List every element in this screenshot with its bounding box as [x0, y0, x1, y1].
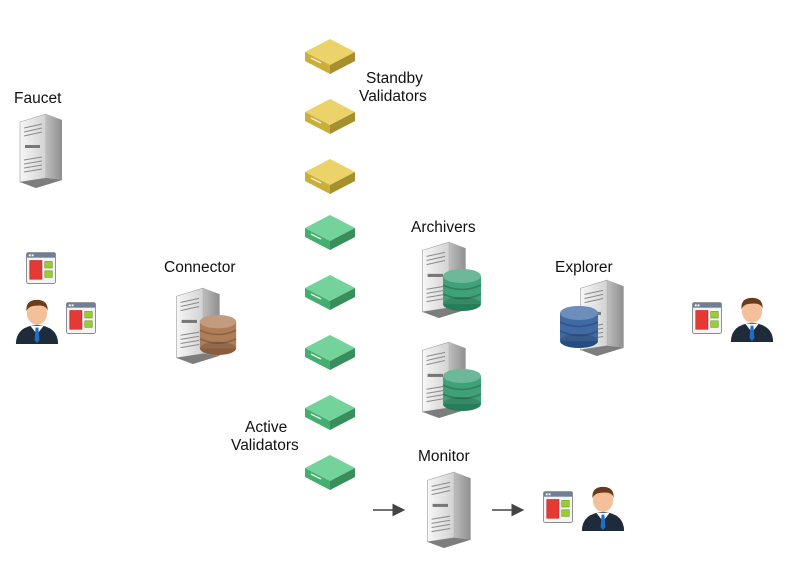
- standby-validator-icon: [304, 158, 356, 195]
- client-app-window-icon: [543, 491, 573, 523]
- faucet-label: Faucet: [14, 90, 62, 107]
- client-app-window-icon: [66, 302, 96, 334]
- active-validators: [304, 214, 356, 491]
- explorer-database-icon: [559, 305, 599, 349]
- active-validator-icon: [304, 394, 356, 431]
- explorer-label: Explorer: [555, 259, 613, 276]
- active-validators-label-line2: Validators: [231, 437, 299, 454]
- standby-validators-label-line1: Standby: [366, 70, 423, 87]
- standby-validators: [304, 38, 356, 195]
- user-icon: [730, 297, 774, 342]
- connector-database-icon: [199, 314, 237, 356]
- monitor-label: Monitor: [418, 448, 470, 465]
- faucet-server-icon: [19, 113, 63, 188]
- standby-validator-icon: [304, 98, 356, 135]
- standby-validators-label-line2: Validators: [359, 88, 427, 105]
- active-validator-icon: [304, 214, 356, 251]
- client-app-window-icon: [26, 252, 56, 284]
- active-validator-icon: [304, 274, 356, 311]
- monitor-server-icon: [426, 471, 472, 548]
- archivers-label: Archivers: [411, 219, 476, 236]
- archiver-database-icon: [442, 368, 482, 412]
- archiver-database-icon: [442, 268, 482, 312]
- client-app-window-icon: [692, 302, 722, 334]
- active-validator-icon: [304, 334, 356, 371]
- connector-label: Connector: [164, 259, 236, 276]
- user-icon: [581, 486, 625, 531]
- user-icon: [15, 299, 59, 344]
- active-validator-icon: [304, 454, 356, 491]
- active-validators-label-line1: Active: [245, 419, 287, 436]
- standby-validator-icon: [304, 38, 356, 75]
